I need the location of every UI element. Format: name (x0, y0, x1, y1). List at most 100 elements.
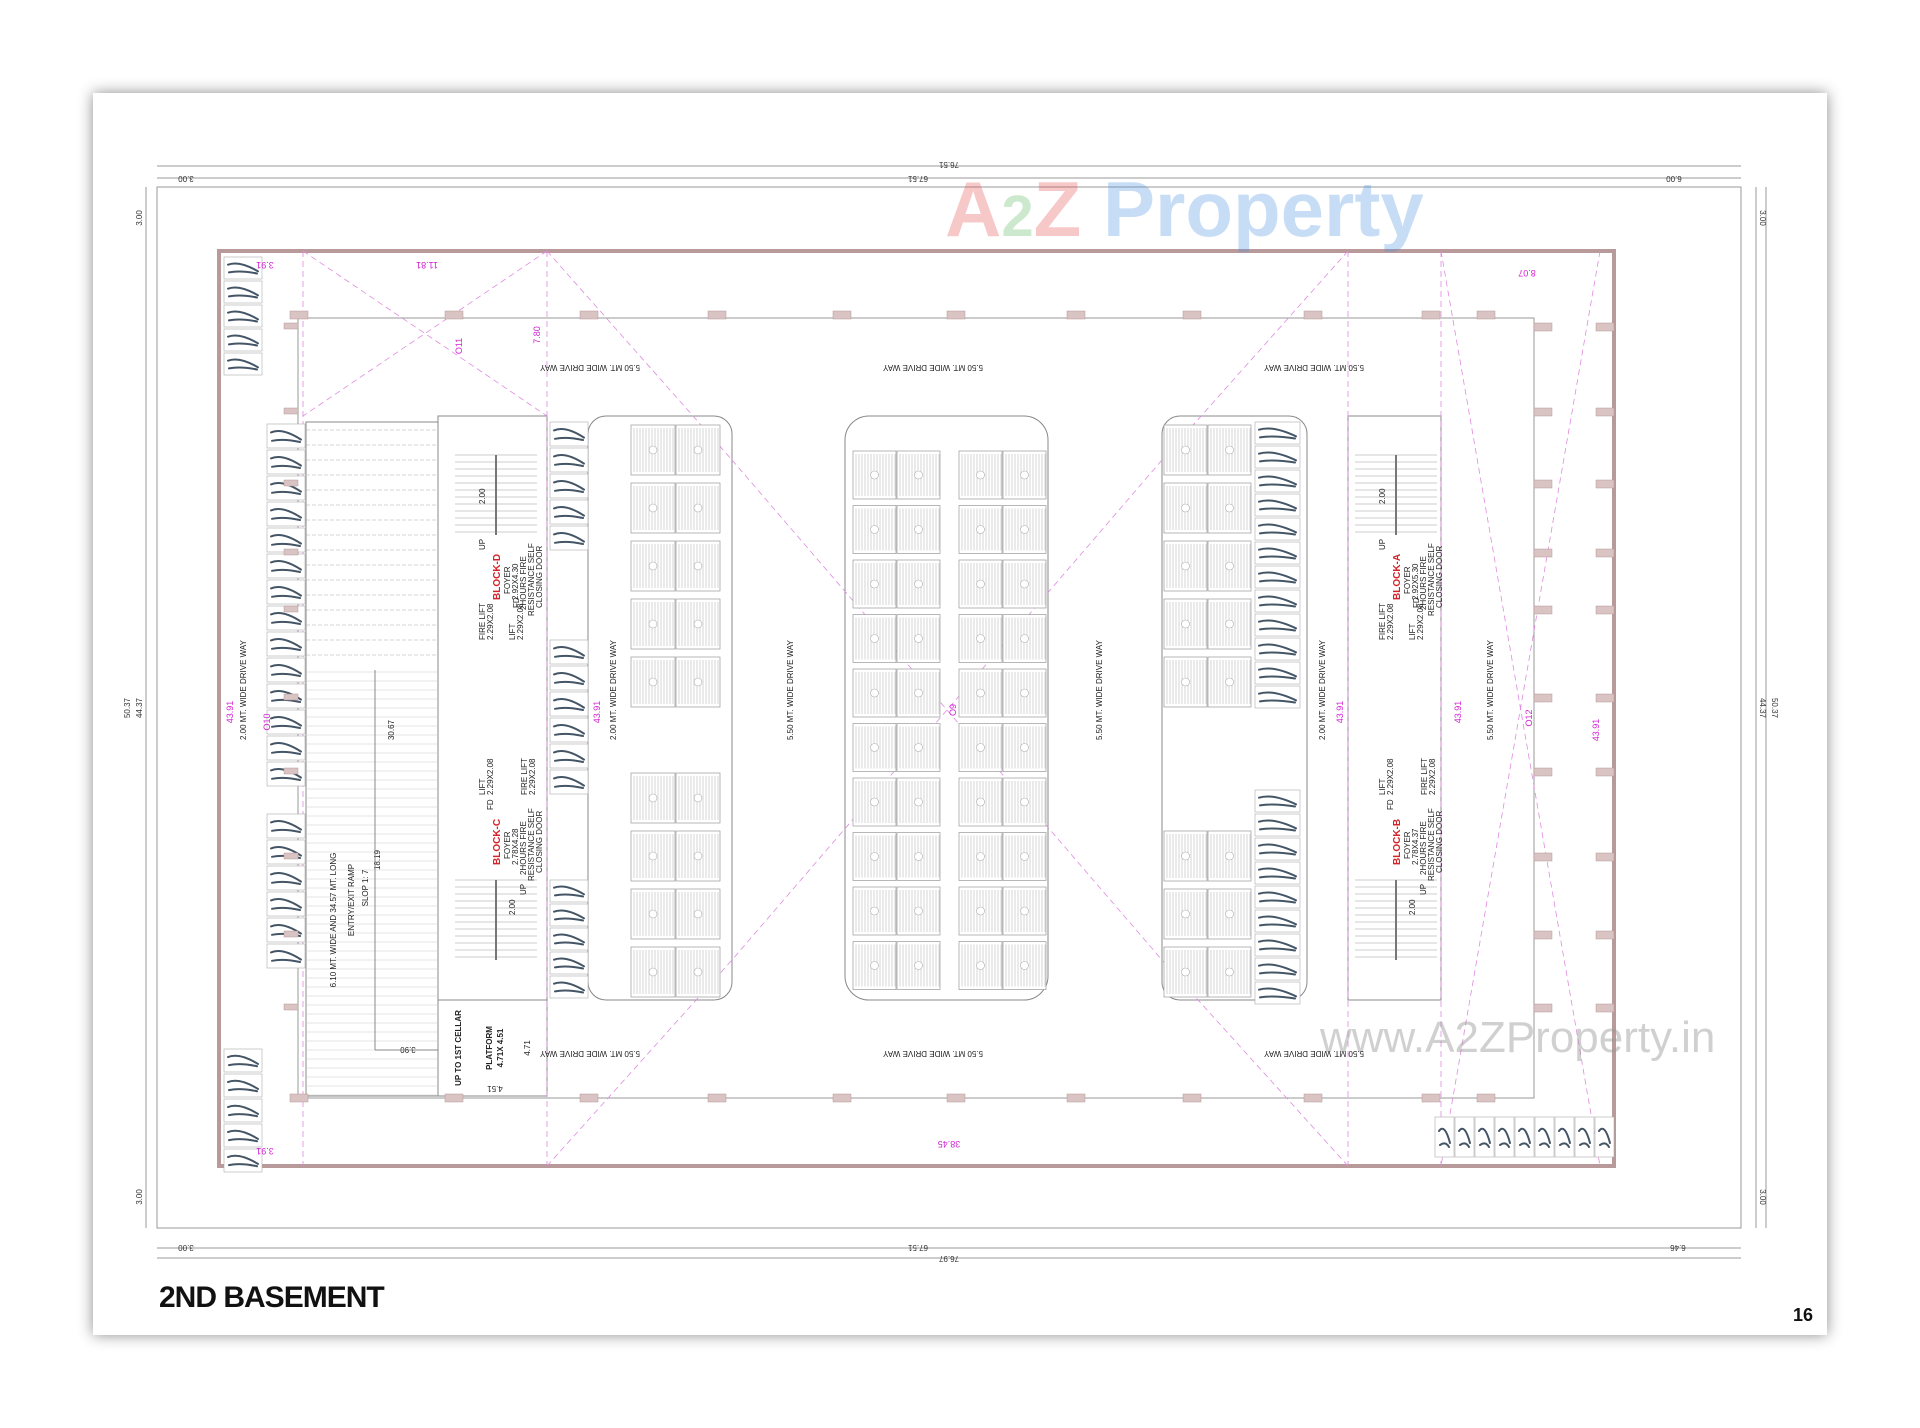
two-wheeler-bay (549, 743, 589, 769)
two-wheeler-bay (223, 1123, 263, 1148)
two-wheeler-bay (549, 421, 589, 447)
platform-dim-h: 4.51 (487, 1084, 503, 1093)
two-wheeler-bay (1254, 837, 1301, 861)
lift-size: 2.29X2.08 (516, 603, 525, 640)
two-wheeler-bay (549, 717, 589, 743)
two-wheeler-icon (1258, 643, 1297, 656)
column (283, 605, 299, 613)
marker-o11: O11 (454, 338, 464, 354)
two-wheeler-icon (553, 672, 585, 685)
parking-stall (675, 830, 721, 882)
column (707, 310, 727, 320)
column (283, 322, 299, 330)
stall-marker (648, 793, 658, 803)
block-d: BLOCK-D FOYER 2.92X4.30 2HOURS FIRE RESI… (478, 488, 544, 640)
two-wheeler-bay (266, 917, 306, 943)
two-wheeler-bay (549, 665, 589, 691)
column (1476, 1093, 1496, 1103)
two-wheeler-icon (1258, 547, 1297, 560)
two-wheeler-bay (1254, 661, 1301, 685)
two-wheeler-bay (266, 553, 306, 579)
stall-marker (693, 445, 703, 455)
two-wheeler-bay (266, 423, 306, 449)
column (1421, 310, 1441, 320)
two-wheeler-bay (549, 927, 589, 951)
two-wheeler-icon (553, 776, 585, 789)
two-wheeler-icon (553, 957, 585, 970)
two-wheeler-icon (1478, 1127, 1491, 1148)
two-wheeler-icon (553, 981, 585, 994)
two-wheeler-icon (1258, 915, 1297, 928)
column (1533, 930, 1553, 940)
dim-top-right: 6.00 (1666, 174, 1682, 183)
stall-marker (914, 470, 923, 480)
two-wheeler-bay (549, 691, 589, 717)
column (1303, 310, 1323, 320)
dim-left-top: 3.00 (135, 210, 144, 226)
two-wheeler-bay (1254, 469, 1301, 493)
two-wheeler-bay (1254, 493, 1301, 517)
fd-label: FD (1412, 597, 1421, 608)
stall-marker (1181, 619, 1190, 629)
two-wheeler-icon (1458, 1127, 1471, 1148)
column (1595, 548, 1615, 558)
two-wheeler-bay (1254, 421, 1301, 445)
two-wheeler-bay (549, 473, 589, 499)
two-wheeler-bay (1254, 445, 1301, 469)
foyer-label: FOYER (503, 566, 512, 594)
two-wheeler-bay (1254, 685, 1301, 709)
foyer-label: FOYER (503, 831, 512, 859)
stall-marker (1225, 619, 1234, 629)
two-wheeler-icon (1578, 1127, 1591, 1148)
two-wheeler-icon (553, 454, 585, 467)
column (1533, 548, 1553, 558)
column (707, 1093, 727, 1103)
column (1066, 1093, 1086, 1103)
two-wheeler-bay (549, 951, 589, 975)
two-wheeler-icon (1258, 963, 1297, 976)
two-wheeler-icon (1258, 667, 1297, 680)
stall-marker (914, 743, 923, 752)
two-wheeler-bay (549, 525, 589, 551)
entry-exit-ramp (305, 421, 439, 1097)
dim-right-top: 3.00 (1758, 210, 1767, 226)
two-wheeler-icon (1258, 427, 1297, 440)
two-wheeler-bay (1254, 933, 1301, 957)
block-c: BLOCK-C FOYER 2.78X4.28 2HOURS FIRE RESI… (478, 758, 544, 915)
two-wheeler-icon (1518, 1127, 1531, 1148)
dim-right-overall: 50.37 (1770, 698, 1779, 719)
column (579, 1093, 599, 1103)
parking-stall (630, 482, 676, 534)
marker-core-right-43-b: 43.91 (1453, 701, 1463, 724)
lift-label: LIFT (478, 778, 487, 795)
stall-marker (870, 688, 879, 698)
fd-label: FD (1386, 799, 1395, 810)
stall-marker (648, 967, 658, 977)
two-wheeler-bay (223, 1073, 263, 1098)
two-wheeler-bay (1254, 589, 1301, 613)
column (283, 852, 299, 860)
stall-marker (648, 619, 658, 629)
driveway-right-outer: 5.50 MT. WIDE DRIVE WAY (1486, 639, 1495, 740)
stall-marker (693, 909, 703, 919)
column (1476, 310, 1496, 320)
two-wheeler-icon (1258, 451, 1297, 464)
driveway-top-3: 5.50 MT. WIDE DRIVE WAY (1263, 363, 1364, 372)
ramp-dim-mid: 18.19 (373, 849, 382, 870)
two-wheeler-icon (1258, 867, 1297, 880)
lift-label: LIFT (508, 623, 517, 640)
two-wheeler-icon (553, 909, 585, 922)
up-label: UP (1378, 539, 1387, 550)
two-wheeler-icon (270, 742, 302, 755)
two-wheeler-bay (549, 499, 589, 525)
stall-marker (693, 619, 703, 629)
stall-marker (976, 961, 985, 970)
door-label-1: 2HOURS FIRE (519, 556, 528, 610)
marker-right-43: 43.91 (1591, 719, 1601, 742)
column (832, 1093, 852, 1103)
stall-marker (693, 851, 703, 861)
column (283, 479, 299, 487)
two-wheeler-icon (270, 612, 302, 625)
two-wheeler-bay (1254, 981, 1301, 1005)
